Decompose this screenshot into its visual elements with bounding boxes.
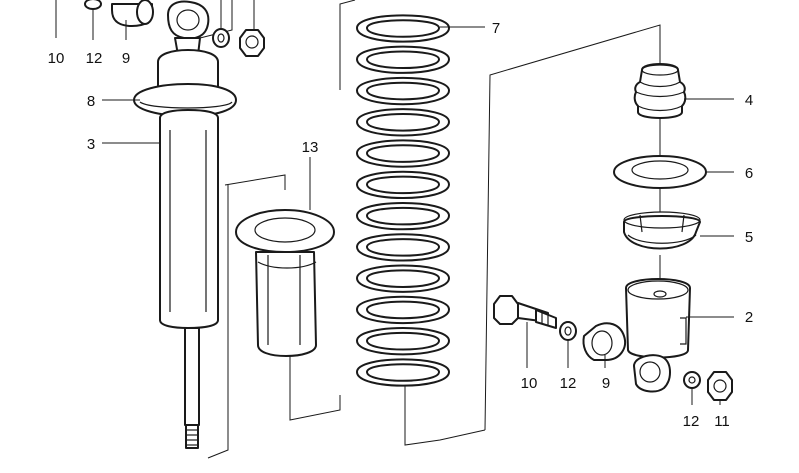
- callout-4: 4: [745, 92, 753, 109]
- callout-12-bottom: 12: [683, 413, 700, 430]
- callout-2: 2: [745, 309, 753, 326]
- callout-10-bottom: 10: [521, 375, 538, 392]
- callout-7: 7: [492, 20, 500, 37]
- callout-9-bottom: 9: [602, 375, 610, 392]
- lower-bushing: [582, 322, 626, 361]
- callout-9-top: 9: [122, 50, 130, 67]
- callout-6: 6: [745, 165, 753, 182]
- leader-lines: [55, 0, 734, 405]
- callout-8: 8: [87, 93, 95, 110]
- spring-coil-inner: [366, 363, 440, 382]
- spring-washer-plate: [613, 155, 707, 189]
- rubber-buffer: [633, 63, 687, 119]
- callout-12-top: 12: [86, 50, 103, 67]
- spring-coil-inner: [366, 269, 440, 288]
- lower-washer: [559, 321, 577, 341]
- spring-coil-inner: [366, 81, 440, 101]
- shock-absorber: [133, 0, 237, 449]
- top-bushing: [111, 0, 154, 27]
- top-right-washer-nut: [212, 28, 265, 57]
- callout-5: 5: [745, 229, 753, 246]
- callout-12-mid: 12: [560, 375, 577, 392]
- callout-13: 13: [302, 139, 319, 156]
- spring-coil-inner: [366, 206, 440, 226]
- callout-3: 3: [87, 136, 95, 153]
- spring-coil-inner: [366, 50, 440, 70]
- spring-coil-inner: [366, 144, 440, 163]
- lower-bolt: [493, 295, 557, 329]
- spring-coil-inner: [366, 175, 440, 195]
- spring-seat-cup: [623, 211, 701, 250]
- spring-coil-inner: [366, 300, 440, 320]
- spring-coil-inner: [366, 113, 440, 132]
- protective-sleeve: [235, 209, 335, 357]
- coil-spring: [356, 14, 450, 387]
- callout-labels: 10 12 9 8 3 13 7 4 6 5 2 10 12 9 12 11: [48, 20, 754, 430]
- callout-11: 11: [714, 413, 730, 430]
- assembly-guide-lines: [199, 0, 661, 459]
- spring-coil-inner: [366, 238, 440, 257]
- spring-coil-inner: [366, 331, 440, 351]
- spring-coil-inner: [366, 19, 440, 38]
- callout-10-top: 10: [48, 50, 65, 67]
- lower-washer-nut: [683, 371, 733, 401]
- lower-mount: [625, 278, 691, 393]
- top-washer: [84, 0, 102, 10]
